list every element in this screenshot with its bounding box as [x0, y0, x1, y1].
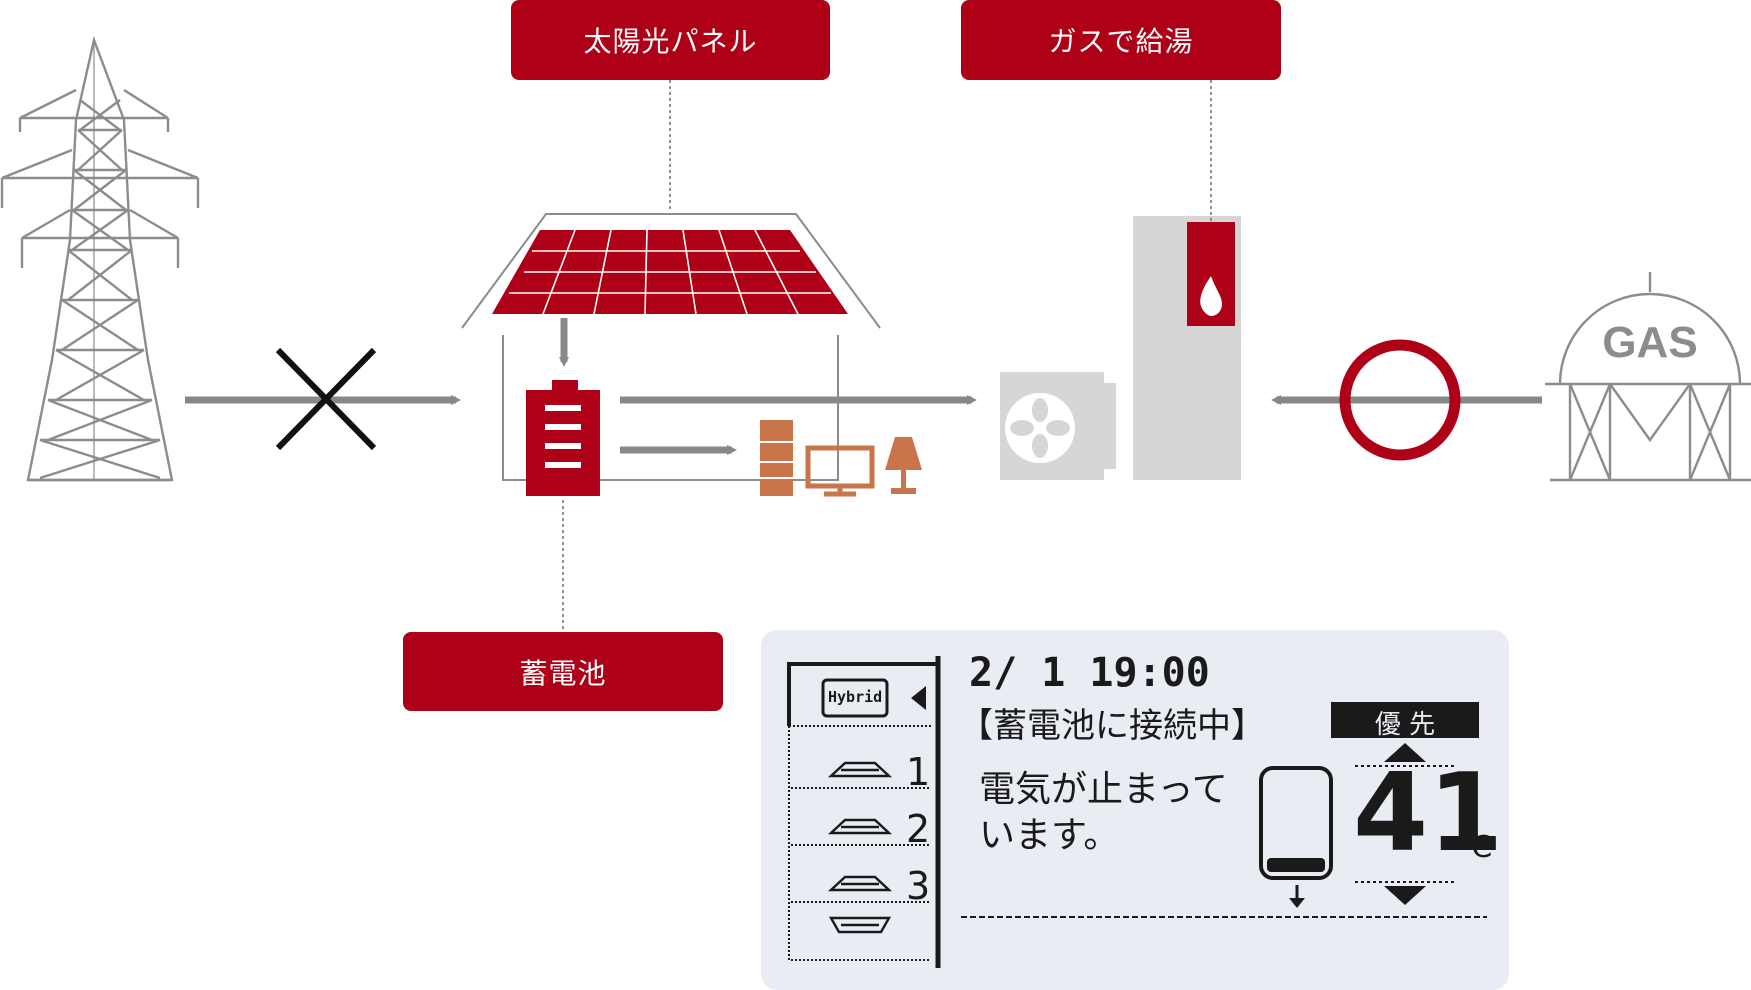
fridge-icon — [760, 420, 793, 496]
menu-number-1: 1 — [906, 750, 931, 794]
datetime-display: 2/ 1 19:00 — [969, 650, 1210, 696]
leader-lines — [562, 80, 1212, 632]
gas-tank-icon — [1545, 272, 1751, 482]
temperature-unit: ℃ — [1459, 830, 1493, 865]
remote-display: Hybrid 1 2 3 2/ 1 19:00 【蓄電池に接続中】 優 先 電気… — [761, 630, 1509, 990]
up-arrow-icon — [1355, 743, 1457, 767]
circle-mark-icon — [1339, 339, 1461, 461]
solar-panel-label: 太陽光パネル — [511, 0, 830, 80]
hybrid-mode-icon-frame — [821, 678, 889, 718]
tv-icon — [805, 445, 875, 497]
solar-panel-icon — [492, 229, 848, 315]
priority-badge-bg — [1331, 702, 1479, 738]
menu-number-2: 2 — [906, 807, 931, 851]
down-arrow-icon — [1355, 881, 1457, 905]
room-floor-icon — [827, 761, 893, 934]
gas-hot-water-label: ガスで給湯 — [961, 0, 1281, 80]
message-line-2: います。 — [979, 815, 1120, 856]
hybrid-mode-label: Hybrid — [828, 688, 883, 706]
power-tower-icon — [0, 35, 200, 482]
gas-tank-label: GAS — [1602, 318, 1697, 367]
message-line-1: 電気が止まって — [979, 769, 1228, 810]
flame-icon — [1187, 222, 1235, 326]
temperature-value: 41 — [1353, 751, 1504, 876]
priority-badge: 優 先 — [1374, 710, 1436, 740]
remote-display-graphics — [787, 656, 1487, 968]
tank-level-icon — [1259, 766, 1333, 908]
fan-icon — [1005, 393, 1075, 463]
battery-label: 蓄電池 — [403, 632, 723, 711]
battery-icon — [526, 380, 600, 496]
house-icon — [461, 213, 881, 481]
connection-status: 【蓄電池に接続中】 — [959, 706, 1265, 746]
cross-mark-icon — [275, 347, 377, 451]
lamp-icon — [885, 437, 922, 494]
mode-pointer-icon — [911, 686, 926, 710]
menu-number-3: 3 — [906, 864, 931, 908]
